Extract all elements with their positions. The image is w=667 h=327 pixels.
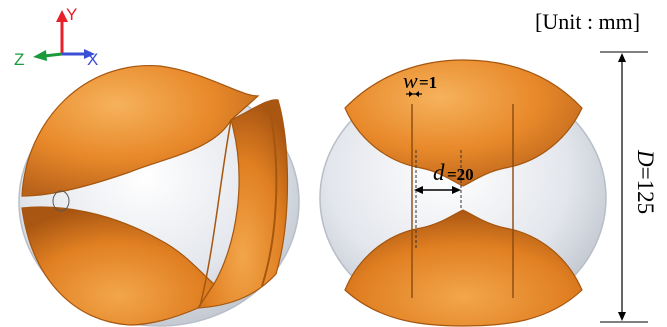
D-symbol: D xyxy=(633,149,658,167)
feed-point-left xyxy=(52,190,70,212)
dimension-D: D=125 xyxy=(600,51,658,323)
D-label: D=125 xyxy=(633,149,658,214)
y-axis-label: Y xyxy=(66,5,77,24)
D-value: =125 xyxy=(633,167,658,214)
w-value: =1 xyxy=(419,73,437,92)
sphere-left xyxy=(18,65,300,327)
dimension-d: d =20 xyxy=(414,160,474,194)
copper-strip-right-left xyxy=(196,99,289,309)
strip-inner-edge xyxy=(261,103,278,287)
d-symbol: d xyxy=(433,160,445,185)
x-axis-label: X xyxy=(87,50,98,69)
strip-gap-line xyxy=(199,119,232,307)
coordinate-axes: Y X Z xyxy=(14,5,98,69)
w-symbol: w xyxy=(403,68,418,93)
copper-petal-bottom-right xyxy=(344,209,583,327)
d-value: =20 xyxy=(447,165,474,184)
z-axis-arrow xyxy=(43,52,63,58)
sphere-right xyxy=(319,59,607,327)
dimension-w: w =1 xyxy=(403,68,437,97)
copper-petal-top-right xyxy=(344,59,583,187)
copper-petal-top-left xyxy=(21,65,260,197)
z-axis-label: Z xyxy=(14,50,24,69)
unit-label: [Unit : mm] xyxy=(535,9,640,34)
